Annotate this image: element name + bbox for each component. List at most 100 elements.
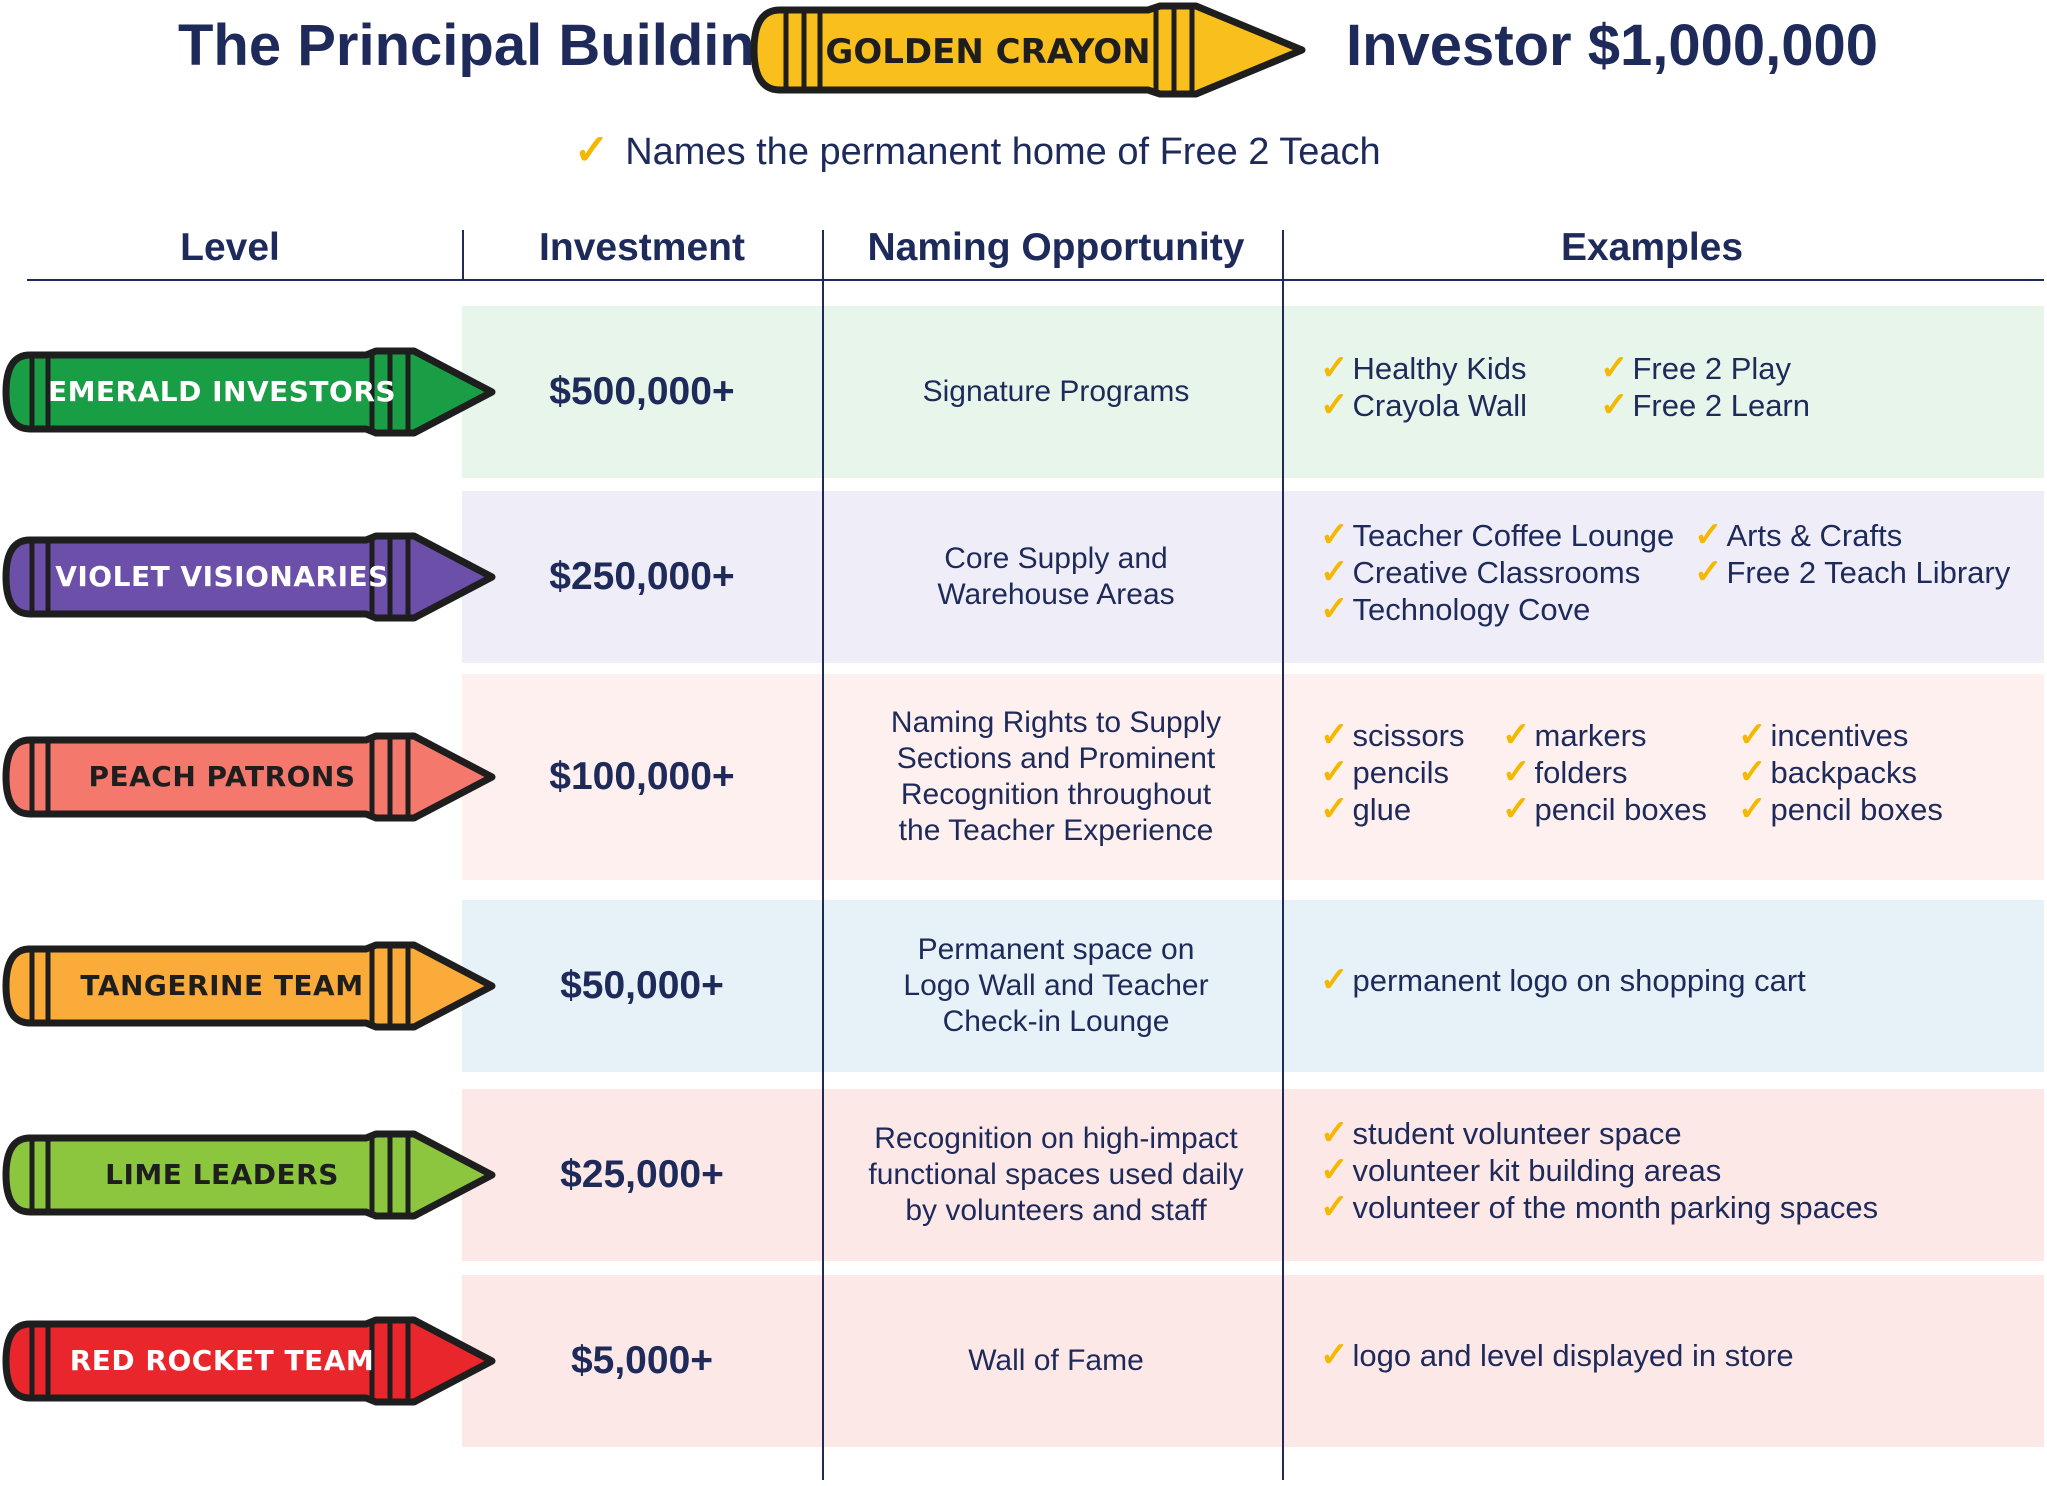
examples-column: ✓logo and level displayed in store bbox=[1320, 1337, 1794, 1374]
example-text: Teacher Coffee Lounge bbox=[1352, 518, 1675, 553]
naming-line: Warehouse Areas bbox=[937, 578, 1175, 611]
example-item: ✓volunteer kit building areas bbox=[1320, 1152, 1878, 1189]
examples-column: ✓Healthy Kids✓Crayola Wall bbox=[1320, 350, 1527, 424]
tier-row-lime-leaders bbox=[462, 1089, 2044, 1261]
example-item: ✓incentives bbox=[1738, 717, 1943, 754]
check-icon: ✓ bbox=[1502, 790, 1531, 828]
example-item: ✓scissors bbox=[1320, 717, 1464, 754]
crayon-label: PEACH PATRONS bbox=[88, 760, 356, 793]
tier-row-violet-visionaries bbox=[462, 491, 2044, 663]
example-item: ✓pencils bbox=[1320, 754, 1464, 791]
column-header-level: Level bbox=[180, 226, 280, 269]
example-text: incentives bbox=[1770, 718, 1909, 753]
example-text: Healthy Kids bbox=[1352, 351, 1527, 386]
naming-line: Check-in Lounge bbox=[942, 1005, 1170, 1038]
check-icon: ✓ bbox=[1502, 716, 1531, 754]
example-text: folders bbox=[1534, 755, 1628, 790]
investment-amount: $100,000+ bbox=[549, 755, 735, 798]
example-text: Crayola Wall bbox=[1352, 388, 1528, 423]
examples-column: ✓Arts & Crafts✓Free 2 Teach Library bbox=[1694, 517, 2010, 591]
crayon-icon bbox=[2, 1130, 496, 1220]
examples-column: ✓student volunteer space✓volunteer kit b… bbox=[1320, 1115, 1878, 1226]
example-item: ✓pencil boxes bbox=[1502, 791, 1707, 828]
column-header-naming: Naming Opportunity bbox=[867, 226, 1245, 269]
column-divider bbox=[822, 230, 824, 1480]
check-icon: ✓ bbox=[1694, 516, 1723, 554]
example-item: ✓volunteer of the month parking spaces bbox=[1320, 1189, 1878, 1226]
crayon-badge-tangerine-team: TANGERINE TEAM bbox=[0, 941, 496, 1031]
crayon-icon bbox=[2, 347, 496, 437]
example-text: Arts & Crafts bbox=[1726, 518, 1903, 553]
naming-opportunity: Signature Programs bbox=[830, 374, 1282, 410]
crayon-label: RED ROCKET TEAM bbox=[69, 1344, 375, 1377]
check-icon: ✓ bbox=[1738, 790, 1767, 828]
tier-row-red-rocket-team bbox=[462, 1275, 2044, 1447]
crayon-label: VIOLET VISIONARIES bbox=[55, 560, 389, 593]
crayon-icon bbox=[2, 1316, 496, 1406]
example-text: permanent logo on shopping cart bbox=[1352, 963, 1806, 998]
check-icon: ✓ bbox=[1320, 1151, 1349, 1189]
example-item: ✓Free 2 Teach Library bbox=[1694, 554, 2010, 591]
example-text: pencils bbox=[1352, 755, 1450, 790]
crayon-badge-peach-patrons: PEACH PATRONS bbox=[0, 732, 496, 822]
check-icon: ✓ bbox=[1320, 349, 1349, 387]
check-icon: ✓ bbox=[1320, 590, 1349, 628]
example-text: scissors bbox=[1352, 718, 1465, 753]
example-text: markers bbox=[1534, 718, 1647, 753]
crayon-badge-emerald-investors: EMERALD INVESTORS bbox=[0, 347, 496, 437]
example-item: ✓pencil boxes bbox=[1738, 791, 1943, 828]
check-icon: ✓ bbox=[1502, 753, 1531, 791]
golden-crayon-icon bbox=[750, 2, 1306, 98]
naming-line: Recognition throughout bbox=[900, 778, 1212, 811]
examples-column: ✓markers✓folders✓pencil boxes bbox=[1502, 717, 1707, 828]
example-text: Technology Cove bbox=[1352, 592, 1591, 627]
tier-row-peach-patrons bbox=[462, 674, 2044, 880]
check-icon: ✓ bbox=[1320, 1114, 1349, 1152]
example-text: Free 2 Teach Library bbox=[1726, 555, 2011, 590]
column-header-examples: Examples bbox=[1560, 226, 1744, 269]
naming-line: functional spaces used daily bbox=[868, 1158, 1244, 1191]
crayon-badge-red-rocket-team: RED ROCKET TEAM bbox=[0, 1316, 496, 1406]
naming-line: the Teacher Experience bbox=[898, 814, 1214, 847]
investment-amount: $25,000+ bbox=[560, 1153, 724, 1196]
examples-column: ✓scissors✓pencils✓glue bbox=[1320, 717, 1464, 828]
example-text: volunteer of the month parking spaces bbox=[1352, 1190, 1879, 1225]
crayon-label: EMERALD INVESTORS bbox=[47, 375, 397, 408]
example-text: logo and level displayed in store bbox=[1352, 1338, 1794, 1373]
naming-line: Sections and Prominent bbox=[896, 742, 1216, 775]
examples-column: ✓Teacher Coffee Lounge✓Creative Classroo… bbox=[1320, 517, 1674, 628]
examples-column: ✓permanent logo on shopping cart bbox=[1320, 962, 1806, 999]
investment-amount: $5,000+ bbox=[570, 1339, 714, 1382]
naming-line: by volunteers and staff bbox=[905, 1194, 1207, 1227]
examples-column: ✓incentives✓backpacks✓pencil boxes bbox=[1738, 717, 1943, 828]
check-icon: ✓ bbox=[1320, 386, 1349, 424]
investment-amount: $50,000+ bbox=[560, 964, 724, 1007]
column-header-investment: Investment bbox=[539, 226, 745, 269]
crayon-label: LIME LEADERS bbox=[105, 1158, 339, 1191]
check-icon: ✓ bbox=[1320, 753, 1349, 791]
example-item: ✓folders bbox=[1502, 754, 1707, 791]
investment-amount: $250,000+ bbox=[549, 555, 735, 598]
naming-line: Wall of Fame bbox=[968, 1344, 1144, 1377]
naming-line: Permanent space on bbox=[917, 933, 1195, 966]
naming-line: Naming Rights to Supply bbox=[890, 706, 1222, 739]
example-item: ✓Free 2 Play bbox=[1600, 350, 1810, 387]
subtitle: ✓Names the permanent home of Free 2 Teac… bbox=[574, 118, 1381, 184]
check-icon: ✓ bbox=[1320, 961, 1349, 999]
example-item: ✓logo and level displayed in store bbox=[1320, 1337, 1794, 1374]
naming-line: Recognition on high-impact bbox=[874, 1122, 1238, 1155]
check-icon: ✓ bbox=[1320, 1336, 1349, 1374]
page-title-left: The Principal Building bbox=[178, 13, 791, 78]
example-item: ✓markers bbox=[1502, 717, 1707, 754]
tier-row-emerald-investors bbox=[462, 306, 2044, 478]
example-item: ✓Healthy Kids bbox=[1320, 350, 1527, 387]
check-icon: ✓ bbox=[1320, 716, 1349, 754]
crayon-icon bbox=[2, 532, 496, 622]
check-icon: ✓ bbox=[1320, 553, 1349, 591]
example-item: ✓glue bbox=[1320, 791, 1464, 828]
crayon-badge-lime-leaders: LIME LEADERS bbox=[0, 1130, 496, 1220]
